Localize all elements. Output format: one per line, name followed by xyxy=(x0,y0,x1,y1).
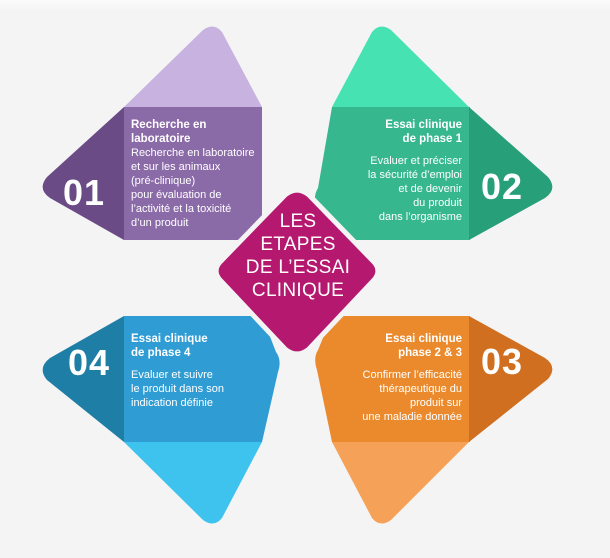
step-03-desc-line: Confirmer l’efficacité xyxy=(362,369,462,381)
petal-04-body xyxy=(124,316,262,442)
step-01-desc-line: Recherche en laboratoire xyxy=(131,147,255,159)
petal-01-body xyxy=(124,107,262,240)
step-02-desc-line: et de devenir xyxy=(398,183,462,195)
step-03-desc-line: thérapeutique du xyxy=(379,383,462,395)
step-03-title-line: Essai clinique xyxy=(385,333,462,345)
step-01-title-line: Recherche en xyxy=(131,119,207,131)
step-02-text: Essai clinique de phase 1 Evaluer et pré… xyxy=(330,118,462,224)
step-04-title-line: Essai clinique xyxy=(131,333,208,345)
step-01-text: Recherche en laboratoire Recherche en la… xyxy=(131,118,266,230)
center-title-line: DE L’ESSAI xyxy=(245,257,351,278)
step-04-desc-line: le produit dans son xyxy=(131,383,224,395)
petal-03-lside xyxy=(315,316,332,442)
step-02-desc-line: Evaluer et préciser xyxy=(370,155,462,167)
petal-03-body xyxy=(332,316,470,442)
step-03-desc-line: une maladie donnée xyxy=(362,411,462,423)
center-title-line: CLINIQUE xyxy=(251,280,345,301)
step-02-number: 02 xyxy=(481,166,524,207)
step-04-desc-line: indication définie xyxy=(131,397,213,409)
petal-03 xyxy=(315,316,553,524)
step-04-desc-line: Evaluer et suivre xyxy=(131,369,213,381)
petal-01-tip xyxy=(124,26,262,108)
petal-02 xyxy=(314,26,553,240)
step-02-title-line: Essai clinique xyxy=(385,119,462,131)
step-03-desc-line: produit sur xyxy=(410,397,462,409)
petal-04-lside xyxy=(42,316,124,442)
petal-03-tip xyxy=(332,442,469,524)
center-diamond xyxy=(213,187,381,357)
step-01-desc-line: l’activité et la toxicité xyxy=(131,203,232,215)
petal-02-tip xyxy=(332,26,469,108)
petal-04-tip xyxy=(124,442,262,524)
step-01-title-line: laboratoire xyxy=(131,133,191,145)
center-title: LES ETAPES DE L’ESSAI CLINIQUE xyxy=(230,210,366,302)
step-04-number: 04 xyxy=(68,342,111,383)
step-01-desc-line: d’un produit xyxy=(131,217,189,229)
step-02-desc-line: du produit xyxy=(413,197,462,209)
step-02-title-line: de phase 1 xyxy=(402,133,462,145)
step-01-desc-line: et sur les animaux xyxy=(131,161,221,173)
petal-04-rside xyxy=(262,316,280,442)
step-03-title-line: phase 2 & 3 xyxy=(398,347,462,359)
step-03-text: Essai clinique phase 2 & 3 Confirmer l’e… xyxy=(330,332,462,424)
step-01-desc-line: pour évaluation de xyxy=(131,189,222,201)
petal-03-rside xyxy=(469,316,553,442)
petal-02-rside xyxy=(469,107,553,240)
step-03-number: 03 xyxy=(481,341,524,382)
center-title-line: ETAPES xyxy=(260,234,336,255)
petal-02-body xyxy=(332,107,470,240)
petal-01 xyxy=(42,26,262,240)
step-04-text: Essai clinique de phase 4 Evaluer et sui… xyxy=(131,332,266,410)
step-01-desc-line: (pré-clinique) xyxy=(131,175,196,187)
step-01-number: 01 xyxy=(63,172,106,213)
step-02-desc-line: dans l’organisme xyxy=(378,211,462,223)
petal-01-side xyxy=(42,107,124,240)
step-04-title-line: de phase 4 xyxy=(131,347,191,359)
step-02-desc-line: la sécurité d’emploi xyxy=(367,169,462,181)
center-title-line: LES xyxy=(279,211,317,232)
petal-04 xyxy=(42,316,280,524)
